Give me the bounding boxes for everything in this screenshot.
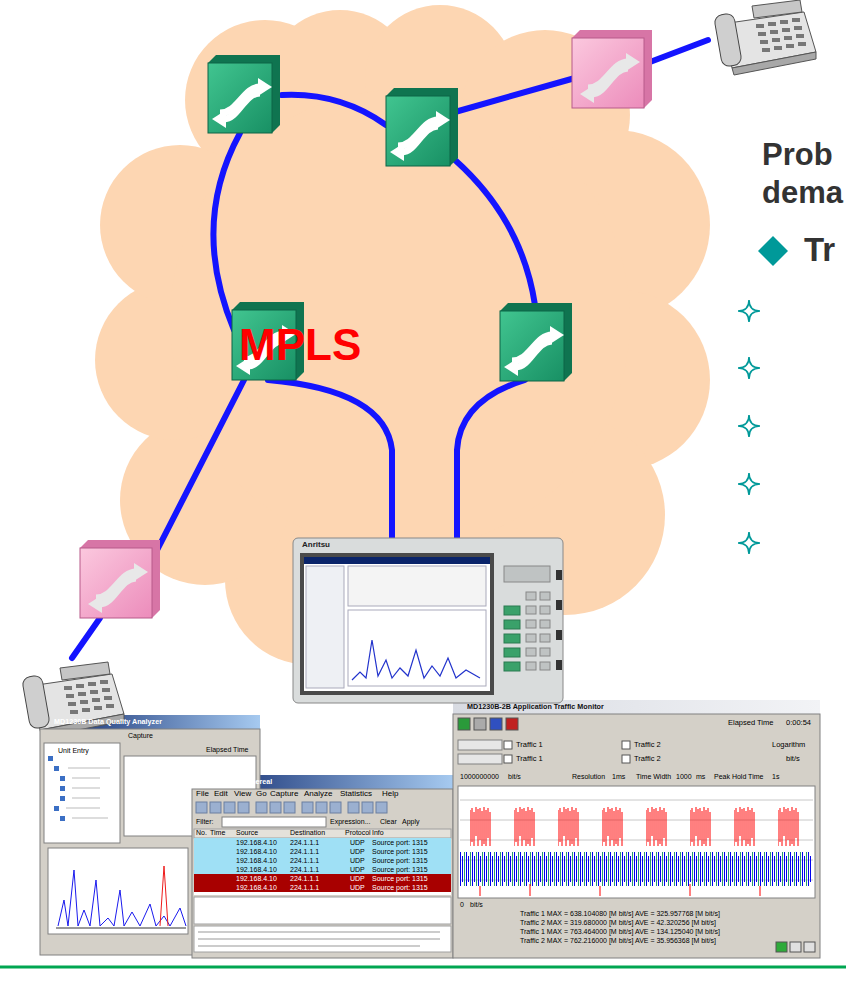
screen-text: 224.1.1.1	[290, 875, 319, 883]
screen-text: 1000	[676, 773, 692, 781]
screen-text: 0	[460, 901, 464, 909]
screen-text: UDP	[350, 875, 365, 883]
screen-text: Elapsed Time	[206, 746, 248, 754]
screen-text: Source port: 1315	[372, 884, 428, 892]
screen-text: UDP	[350, 884, 365, 892]
screen-text: 192.168.4.10	[236, 857, 277, 865]
screen-text: Capture	[128, 732, 153, 740]
slide-text: Prob	[762, 138, 833, 172]
screen-text: Source	[236, 829, 258, 837]
screen-text: Capture	[270, 790, 298, 799]
window-title: (Untitled) - Ethereal	[192, 775, 453, 789]
screen-text: Traffic 1	[516, 755, 543, 763]
screen-text: 1ms	[612, 773, 625, 781]
screen-text: 1s	[772, 773, 779, 781]
title-bar: MD1230B-2B Application Traffic Monitor	[453, 700, 820, 714]
screen-text: 192.168.4.10	[236, 884, 277, 892]
screen-text: 224.1.1.1	[290, 839, 319, 847]
screen-text: 192.168.4.10	[236, 848, 277, 856]
cloud-label: MPLS	[239, 321, 361, 369]
screen-text: Traffic 2	[634, 741, 661, 749]
screen-text: Source port: 1315	[372, 857, 428, 865]
screen-text: 192.168.4.10	[236, 839, 277, 847]
screen-text: Apply	[402, 818, 420, 826]
screen-text: Edit	[214, 790, 228, 799]
window-title: MD1230B Data Quality Analyzer	[40, 715, 260, 729]
screen-text: Anritsu	[302, 541, 330, 550]
screen-text: ms	[696, 773, 705, 781]
screen-text: Destination	[290, 829, 325, 837]
screen-text: Help	[382, 790, 398, 799]
screen-text: Analyze	[304, 790, 332, 799]
screen-text: Traffic 2 MAX = 319.680000 [M bit/s] AVE…	[520, 919, 716, 927]
screen-text: 192.168.4.10	[236, 875, 277, 883]
screen-text: 192.168.4.10	[236, 866, 277, 874]
screen-text: bit/s	[470, 901, 483, 909]
title-bar: (Untitled) - Ethereal	[192, 775, 453, 789]
screen-text: Traffic 1 MAX = 638.104080 [M bit/s] AVE…	[520, 910, 720, 918]
screen-text: Filter:	[196, 818, 214, 826]
screen-text: Traffic 1 MAX = 763.464000 [M bit/s] AVE…	[520, 928, 720, 936]
screen-text: 0:00:54	[786, 719, 811, 727]
screen-text: Protocol	[345, 829, 371, 837]
screen-text: Go	[256, 790, 267, 799]
screen-text: View	[234, 790, 251, 799]
screen-text: Clear	[380, 818, 397, 826]
screen-text: bit/s	[508, 773, 521, 781]
screen-text: Traffic 2	[634, 755, 661, 763]
screen-text: No.	[196, 829, 207, 837]
screen-text: 1000000000	[460, 773, 499, 781]
screen-text: 224.1.1.1	[290, 884, 319, 892]
screen-text: Expression...	[330, 818, 370, 826]
screen-text: Source port: 1315	[372, 875, 428, 883]
screen-text: Time	[210, 829, 225, 837]
screen-text: UDP	[350, 857, 365, 865]
screen-text: bit/s	[786, 755, 800, 763]
title-bar: MD1230B Data Quality Analyzer	[40, 715, 260, 729]
screen-text: 224.1.1.1	[290, 866, 319, 874]
slide-text: Tr	[804, 232, 835, 268]
screen-text: Resolution	[572, 773, 605, 781]
screen-text: Source port: 1315	[372, 839, 428, 847]
screen-text: Info	[372, 829, 384, 837]
screen-text: 224.1.1.1	[290, 857, 319, 865]
screen-text: Time Width	[636, 773, 671, 781]
screen-text: Source port: 1315	[372, 866, 428, 874]
screen-text: UDP	[350, 866, 365, 874]
screen-text: 224.1.1.1	[290, 848, 319, 856]
screen-text: Traffic 2 MAX = 762.216000 [M bit/s] AVE…	[520, 937, 716, 945]
screen-text: Peak Hold Time	[714, 773, 763, 781]
slide-text: dema	[762, 176, 843, 210]
screen-text: Traffic 1	[516, 741, 543, 749]
screen-text: Statistics	[340, 790, 372, 799]
screen-text: Logarithm	[772, 741, 805, 749]
screen-text: UDP	[350, 848, 365, 856]
screen-text: File	[196, 790, 209, 799]
screen-text: Source port: 1315	[372, 848, 428, 856]
screen-text: UDP	[350, 839, 365, 847]
screen-text: Elapsed Time	[728, 719, 773, 727]
window-title: MD1230B-2B Application Traffic Monitor	[453, 700, 820, 714]
screen-text: Unit Entry	[58, 747, 89, 755]
